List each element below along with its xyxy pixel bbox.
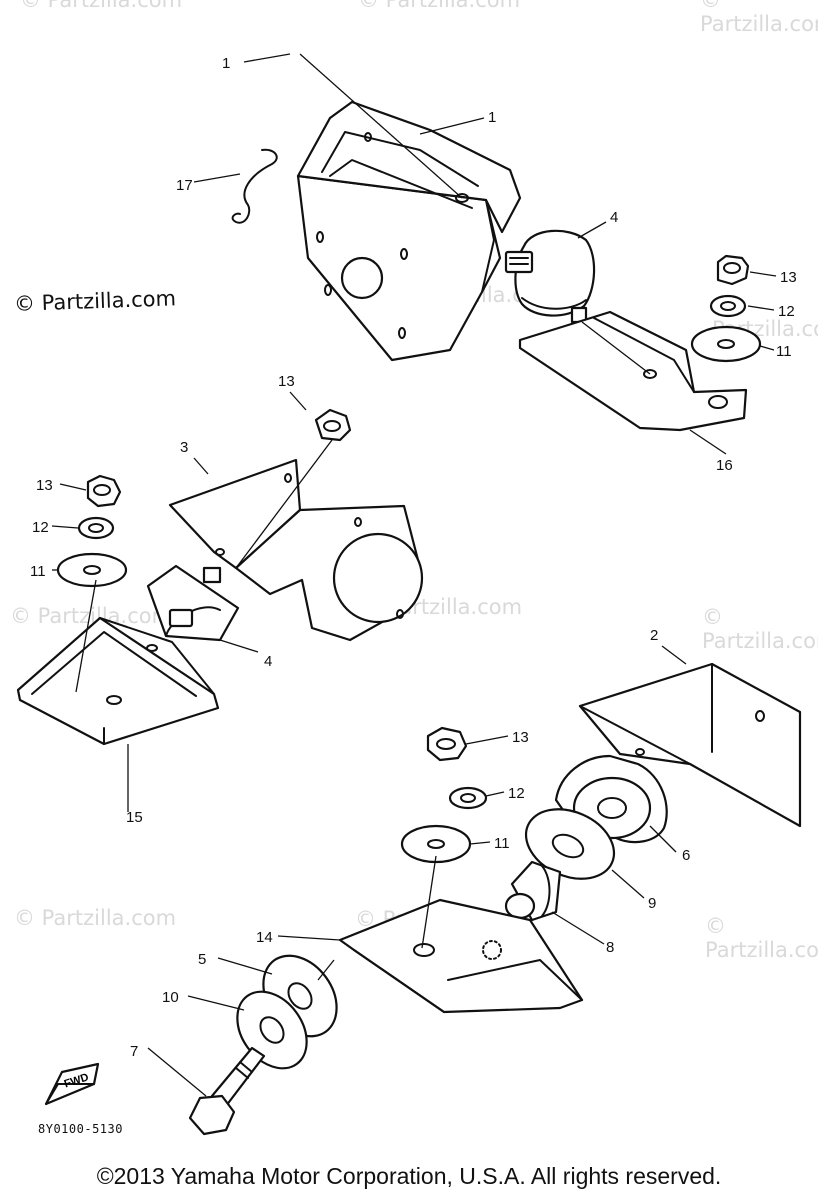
nut-part-13-left[interactable]	[86, 474, 122, 508]
callout-13-bottom: 13	[512, 729, 529, 746]
diagram-code: 8Y0100-5130	[38, 1122, 123, 1136]
copyright-notice: ©2013 Yamaha Motor Corporation, U.S.A. A…	[96, 1163, 722, 1189]
callout-13-top: 1	[222, 55, 230, 72]
nut-part-13-bottom[interactable]	[426, 726, 468, 762]
callout-11-bottom: 11	[494, 835, 510, 852]
callout-13-right: 13	[780, 269, 797, 286]
plate-part-14[interactable]	[338, 898, 584, 1014]
watermark-top-left: © Partzilla.com	[20, 0, 183, 12]
callout-5: 5	[198, 951, 206, 968]
washer-part-12-right[interactable]	[709, 294, 747, 318]
callout-12-left: 12	[32, 519, 49, 536]
bracket-part-3[interactable]	[168, 458, 424, 642]
callout-14: 14	[256, 929, 273, 946]
watermark-lower-left: © Partzilla.com	[14, 906, 177, 930]
nut-part-13-right[interactable]	[716, 254, 750, 286]
callout-11-right: 11	[776, 343, 792, 360]
damper-part-4-top[interactable]	[504, 229, 596, 324]
washer-part-12-bottom[interactable]	[448, 786, 488, 810]
washer-part-12-left[interactable]	[77, 516, 115, 540]
callout-10: 10	[162, 989, 179, 1006]
washer-part-11-right[interactable]	[690, 325, 762, 363]
bolt-part-7[interactable]	[188, 1046, 266, 1136]
callout-7: 7	[130, 1043, 138, 1060]
callout-3: 3	[180, 439, 188, 456]
damper-part-4-mid[interactable]	[146, 564, 240, 642]
nut-part-13-mid[interactable]	[314, 408, 352, 442]
callout-4-mid: 4	[264, 653, 272, 670]
callout-13-mid: 13	[278, 373, 295, 390]
stand-part-15[interactable]	[16, 616, 220, 746]
bracket-part-1[interactable]	[296, 100, 522, 362]
front-arrow-icon: FWD	[44, 1062, 100, 1106]
clip-part-17[interactable]	[231, 148, 278, 224]
callout-6: 6	[682, 847, 690, 864]
bracket-part-16[interactable]	[518, 310, 748, 432]
washer-part-11-left[interactable]	[56, 552, 128, 588]
callout-13-left: 13	[36, 477, 53, 494]
callout-9: 9	[648, 895, 656, 912]
callout-17: 17	[176, 177, 193, 194]
watermark-top-center: © Partzilla.com	[358, 0, 521, 12]
washer-part-9[interactable]	[515, 796, 625, 892]
exploded-parts-diagram: FWD 1 1 17 4	[16, 53, 802, 1136]
callout-12-right: 12	[778, 303, 795, 320]
callout-15: 15	[126, 809, 143, 826]
callout-8: 8	[606, 939, 614, 956]
leader-lines	[51, 53, 777, 1097]
watermark-middle-right: © Partzilla.com	[702, 605, 818, 653]
callout-12-bottom: 12	[508, 785, 525, 802]
bracket-part-2[interactable]	[578, 662, 802, 828]
washer-part-11-bottom[interactable]	[400, 824, 472, 864]
callout-1: 1	[488, 109, 496, 126]
callout-16: 16	[716, 457, 733, 474]
collar-part-8[interactable]	[504, 860, 562, 922]
callout-11-left: 11	[30, 563, 46, 580]
callout-2: 2	[650, 627, 658, 644]
watermark-top-right: © Partzilla.com	[700, 0, 818, 36]
watermark-lower-right: © Partzilla.com	[705, 914, 818, 962]
callout-4-top: 4	[610, 209, 618, 226]
